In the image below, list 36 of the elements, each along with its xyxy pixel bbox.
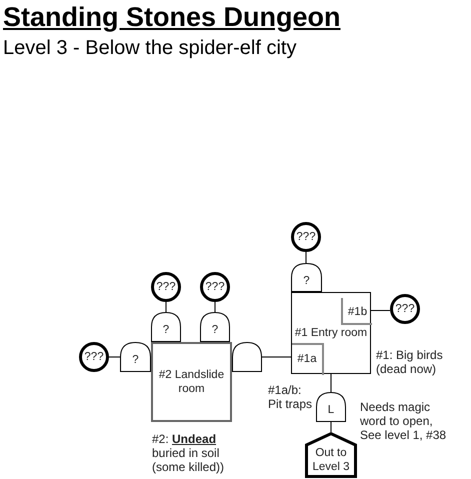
room-label: ?: [131, 353, 140, 367]
unexplored-circle: [390, 294, 420, 324]
subtitle: Level 3 - Below the spider-elf city: [3, 37, 298, 59]
unexplored-circle: [79, 342, 109, 372]
room-box: [291, 292, 371, 374]
room-label: ?: [210, 323, 220, 337]
room-label: ???: [204, 280, 226, 294]
room-label: #1 Entry room: [294, 326, 368, 340]
room-label: ?: [302, 274, 311, 288]
room-label: ?: [162, 323, 170, 337]
note-text: #1: Big birds (dead now): [376, 348, 444, 376]
connector-line: [330, 374, 332, 392]
note-text: Needs magic word to open, See level 1, #38: [360, 400, 448, 442]
title: Standing Stones Dungeon: [3, 2, 340, 33]
subroom-box: [292, 343, 324, 375]
room-label: ???: [83, 350, 105, 364]
unexplored-circle: [200, 272, 230, 302]
unexplored-circle: [291, 222, 321, 252]
unexplored-circle: [151, 272, 181, 302]
room-label: ???: [155, 280, 177, 294]
connector-line: [108, 356, 120, 358]
connector-line: [330, 422, 332, 432]
room-label: ???: [394, 302, 416, 316]
room-label: L: [326, 403, 336, 417]
room-label: #2 Landslide room: [158, 368, 226, 396]
room-box: [151, 342, 232, 422]
connector-line: [214, 302, 216, 312]
subroom-box: [341, 298, 372, 325]
note-text: #2: Undead buried in soil (some killed)): [152, 432, 226, 474]
room-label: #1a: [296, 352, 318, 366]
room-label: Out to Level 3: [311, 446, 351, 474]
connector-line: [370, 310, 390, 311]
connector-line: [262, 356, 292, 358]
room-label: ???: [295, 230, 317, 244]
room-label: #1b: [346, 305, 368, 319]
note-text: #1a/b: Pit traps: [268, 383, 314, 411]
